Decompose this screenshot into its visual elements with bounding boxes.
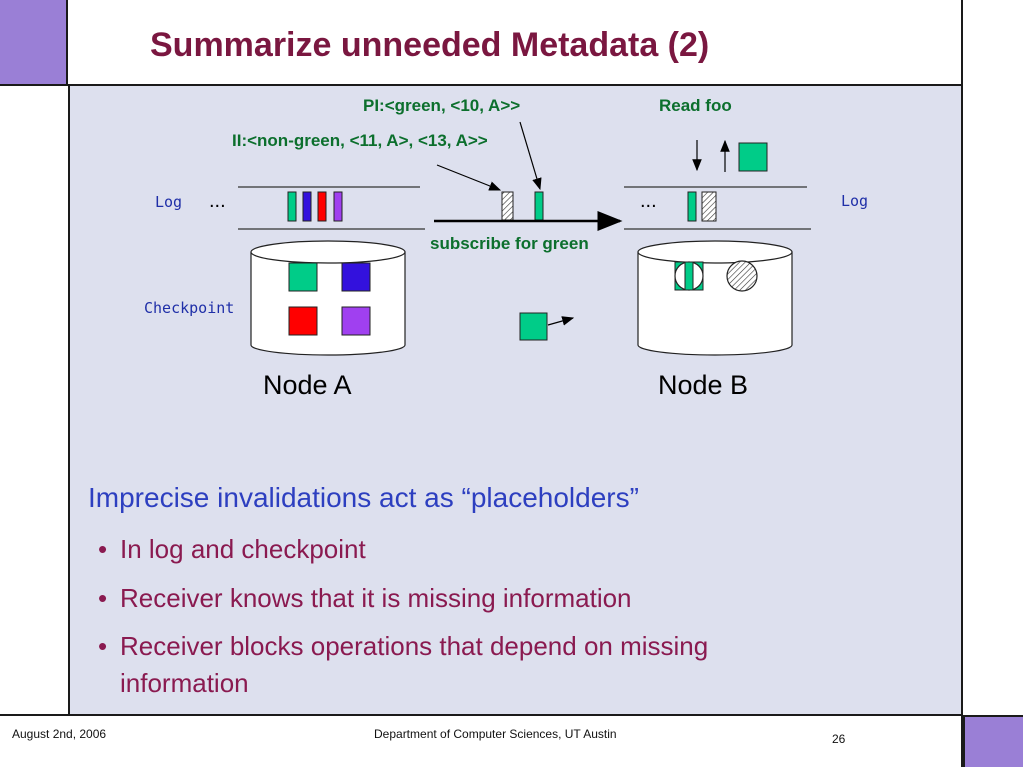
cylinder-b bbox=[637, 240, 793, 356]
body-heading: Imprecise invalidations act as “placehol… bbox=[88, 482, 639, 513]
checkpoint-b-hatched-circle bbox=[726, 260, 758, 292]
frame-line-right bbox=[961, 0, 963, 767]
checkpoint-a-red bbox=[288, 306, 318, 336]
log-a-entry-red bbox=[317, 191, 327, 222]
log-label-right: Log bbox=[841, 192, 869, 210]
log-a-entry-blue bbox=[302, 191, 312, 222]
log-label-left: Log bbox=[155, 193, 183, 211]
checkpoint-a-green bbox=[288, 262, 318, 292]
log-a-entry-green bbox=[287, 191, 297, 222]
checkpoint-a-blue bbox=[341, 262, 371, 292]
in-flight-ii-hatched bbox=[501, 191, 514, 221]
title-divider bbox=[68, 84, 963, 86]
message-stream bbox=[434, 121, 623, 231]
frame-line bbox=[66, 0, 68, 86]
bullet-text: In log and checkpoint bbox=[120, 534, 366, 564]
checkpoint-a-purple bbox=[341, 306, 371, 336]
corner-decoration-bottom-right bbox=[963, 715, 1023, 767]
bullet-text-continued: information bbox=[120, 668, 249, 698]
transfer-object bbox=[519, 312, 575, 341]
node-b-label: Node B bbox=[658, 370, 749, 400]
cylinder-a bbox=[250, 240, 406, 356]
node-a-label: Node A bbox=[263, 370, 352, 400]
footer-divider bbox=[0, 714, 963, 716]
subscribe-label: subscribe for green bbox=[430, 234, 589, 253]
log-b-entry-green bbox=[687, 191, 697, 222]
log-b-ellipsis: ... bbox=[640, 190, 657, 212]
bullet-symbol: • bbox=[98, 583, 108, 613]
bullet-text: Receiver blocks operations that depend o… bbox=[120, 631, 709, 661]
footer-department: Department of Computer Sciences, UT Aust… bbox=[374, 727, 617, 741]
checkpoint-b-green-bar bbox=[684, 261, 694, 291]
read-result-green bbox=[738, 142, 768, 172]
bullet-symbol: • bbox=[98, 631, 108, 661]
bullet-symbol: • bbox=[98, 534, 108, 564]
ii-label: II:<non-green, <11, A>, <13, A>> bbox=[232, 131, 488, 150]
log-b-entry-hatched bbox=[701, 191, 717, 222]
read-foo-arrows bbox=[692, 139, 768, 172]
log-a-ellipsis: ... bbox=[209, 190, 226, 212]
in-flight-pi-green bbox=[534, 191, 544, 221]
read-foo-label: Read foo bbox=[659, 96, 732, 115]
bullet-text: Receiver knows that it is missing inform… bbox=[120, 583, 632, 613]
log-a-entry-purple bbox=[333, 191, 343, 222]
log-b bbox=[624, 186, 811, 230]
pi-label: PI:<green, <10, A>> bbox=[363, 96, 521, 115]
log-a bbox=[238, 186, 425, 230]
content-panel bbox=[68, 86, 961, 715]
footer-date: August 2nd, 2006 bbox=[12, 727, 107, 741]
slide-title: Summarize unneeded Metadata (2) bbox=[150, 26, 710, 64]
page-number: 26 bbox=[832, 732, 846, 746]
checkpoint-label: Checkpoint bbox=[144, 299, 235, 317]
